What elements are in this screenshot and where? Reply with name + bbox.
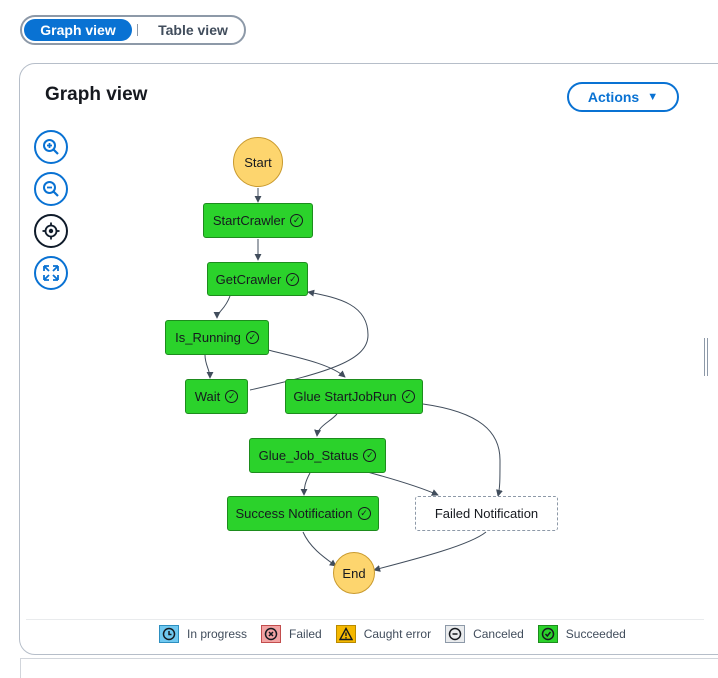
view-toggle: Graph view Table view xyxy=(20,15,246,45)
edge-gluestart-failed xyxy=(422,403,503,497)
edge-failed-end xyxy=(373,531,487,572)
table-view-tab[interactable]: Table view xyxy=(158,22,228,38)
actions-label: Actions xyxy=(587,89,640,105)
clock-icon xyxy=(159,625,179,643)
zoom-in-button[interactable] xyxy=(34,130,68,164)
state-label: Glue StartJobRun xyxy=(293,389,397,404)
legend-failed: Failed xyxy=(261,625,322,643)
state-label: StartCrawler xyxy=(212,213,286,228)
bottom-panel-edge xyxy=(20,658,718,678)
check-circle-icon: ✓ xyxy=(357,507,371,520)
state-glue-start-job-run[interactable]: Glue StartJobRun ✓ xyxy=(285,379,423,414)
edge-wait-getcrawler xyxy=(249,289,369,391)
state-label: Wait xyxy=(194,389,221,404)
zoom-out-button[interactable] xyxy=(34,172,68,206)
end-label: End xyxy=(342,565,366,581)
edge-jobstatus-success xyxy=(300,472,311,496)
state-label: Is_Running xyxy=(175,330,241,345)
fit-icon xyxy=(43,265,59,281)
check-circle-icon: ✓ xyxy=(225,390,239,403)
state-is-running[interactable]: Is_Running ✓ xyxy=(165,320,269,355)
state-glue-job-status[interactable]: Glue_Job_Status ✓ xyxy=(249,438,386,473)
state-label: Success Notification xyxy=(235,506,353,521)
center-button[interactable] xyxy=(34,214,68,248)
legend-label: Canceled xyxy=(473,627,524,641)
state-get-crawler[interactable]: GetCrawler ✓ xyxy=(207,262,308,296)
toggle-divider xyxy=(137,24,138,36)
edge-jobstatus-failed xyxy=(359,469,439,496)
legend-label: Failed xyxy=(289,627,322,641)
zoom-out-icon xyxy=(43,181,59,197)
state-start-crawler[interactable]: StartCrawler ✓ xyxy=(203,203,313,238)
check-circle-icon: ✓ xyxy=(286,272,300,286)
legend-caught-error: Caught error xyxy=(335,625,432,643)
panel-title: Graph view xyxy=(45,84,148,105)
edge-getcrawler-isrunning xyxy=(213,295,231,319)
start-label: Start xyxy=(244,154,272,170)
end-node[interactable]: End xyxy=(333,552,375,594)
start-node[interactable]: Start xyxy=(233,137,283,187)
check-circle-icon: ✓ xyxy=(363,449,377,462)
legend-label: In progress xyxy=(187,627,248,641)
legend-label: Succeeded xyxy=(565,627,626,641)
center-icon xyxy=(42,222,60,240)
edge-isrunning-gluestart xyxy=(267,349,346,378)
actions-button[interactable]: Actions ▼ xyxy=(567,82,679,112)
zoom-in-icon xyxy=(43,139,59,155)
check-circle-icon xyxy=(537,625,558,643)
edge-isrunning-wait xyxy=(204,354,214,379)
check-circle-icon: ✓ xyxy=(290,214,304,227)
resize-handle[interactable] xyxy=(704,338,710,376)
graph-panel xyxy=(19,63,718,655)
legend-in-progress: In progress xyxy=(159,625,247,643)
legend: In progress Failed Caught error Canceled… xyxy=(159,624,640,644)
check-circle-icon: ✓ xyxy=(245,331,259,344)
state-label: Failed Notification xyxy=(434,506,539,521)
check-circle-icon: ✓ xyxy=(401,390,415,403)
warning-icon xyxy=(335,625,356,643)
caret-down-icon: ▼ xyxy=(647,91,659,103)
legend-label: Caught error xyxy=(363,627,432,641)
edge-gluestart-jobstatus xyxy=(314,413,338,437)
legend-canceled: Canceled xyxy=(445,625,524,643)
fit-button[interactable] xyxy=(34,256,68,290)
x-circle-icon xyxy=(261,625,282,643)
graph-view-tab[interactable]: Graph view xyxy=(24,19,132,41)
state-success-notification[interactable]: Success Notification ✓ xyxy=(227,496,379,531)
edge-success-end xyxy=(302,531,337,567)
state-label: GetCrawler xyxy=(215,271,282,287)
state-label: Glue_Job_Status xyxy=(258,448,359,463)
state-failed-notification[interactable]: Failed Notification xyxy=(415,496,558,531)
legend-succeeded: Succeeded xyxy=(537,625,626,643)
minus-circle-icon xyxy=(445,625,466,643)
state-wait[interactable]: Wait ✓ xyxy=(185,379,248,414)
legend-divider xyxy=(26,619,704,620)
